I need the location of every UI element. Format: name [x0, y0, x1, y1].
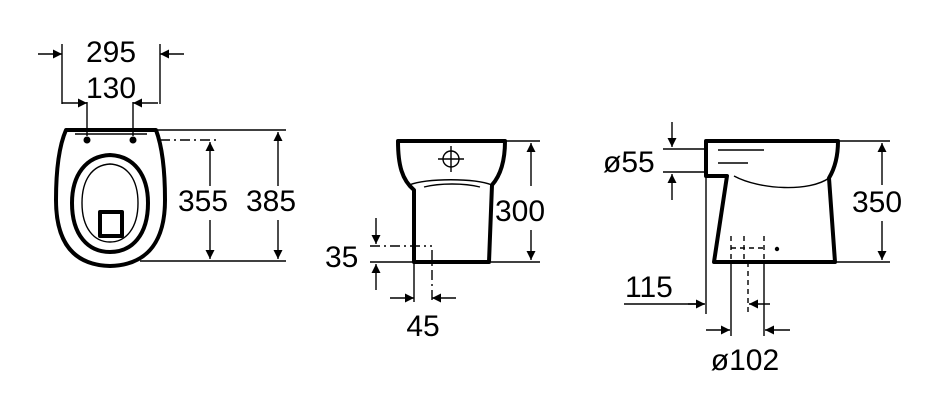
- dim-length-overall: 385: [246, 185, 296, 218]
- dimension-350: 350: [835, 140, 902, 263]
- front-view: 300 35 45: [325, 139, 545, 343]
- dim-front-height: 300: [495, 195, 545, 228]
- dim-outlet-diameter: ø102: [711, 344, 779, 377]
- dim-base-offset: 45: [406, 310, 439, 343]
- dimension-300: 300: [491, 140, 545, 263]
- cistern-connection-crosshair: [438, 146, 464, 172]
- dim-outlet-offset: 115: [625, 271, 673, 304]
- dimension-35: 35: [325, 218, 432, 290]
- fixing-holes: [83, 102, 137, 144]
- dim-side-height: 350: [852, 186, 902, 219]
- dimension-130: 130: [62, 72, 158, 108]
- dim-width-overall: 295: [86, 36, 136, 69]
- dimension-outlet: ø102: [706, 262, 790, 377]
- dim-hole-to-front: 355: [178, 185, 228, 218]
- side-view: ø55 350 115 ø102: [603, 122, 902, 377]
- side-outline: [704, 139, 840, 264]
- dim-base-height: 35: [325, 241, 358, 274]
- front-outline: [396, 139, 507, 264]
- dimension-inlet: ø55: [603, 122, 706, 200]
- dimension-385: 385: [158, 129, 296, 262]
- dimension-355: 355: [140, 139, 228, 262]
- outlet-dashed: [730, 236, 780, 262]
- dimension-115: 115: [624, 176, 770, 314]
- dim-inlet-diameter: ø55: [603, 146, 655, 179]
- dimension-295: 295: [38, 36, 184, 104]
- dimension-45: 45: [390, 250, 456, 343]
- top-view: 295 130 355 385: [38, 36, 296, 268]
- dim-hole-spacing: 130: [86, 72, 136, 105]
- bowl-outline: [54, 128, 167, 268]
